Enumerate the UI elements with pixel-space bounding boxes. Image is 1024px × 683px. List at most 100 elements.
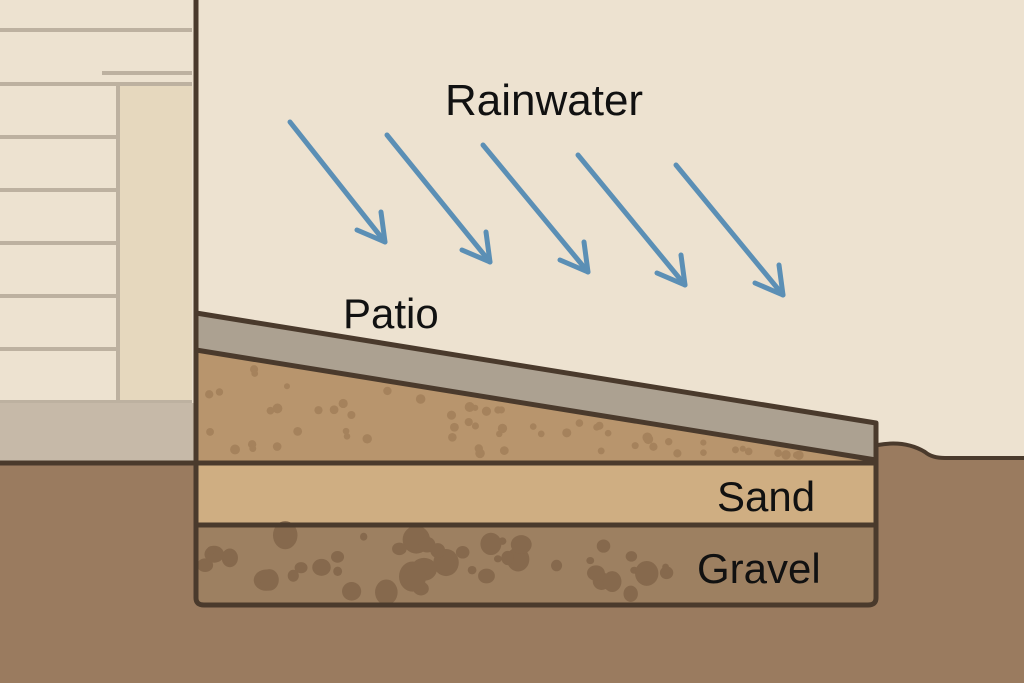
speckle — [481, 406, 492, 416]
speckle — [415, 394, 426, 404]
speckle — [251, 370, 259, 377]
speckle — [631, 442, 639, 450]
speckle — [774, 449, 782, 457]
rain-arrow-icon — [673, 162, 786, 298]
sand-label: Sand — [717, 473, 815, 520]
gravel-stone — [587, 565, 605, 581]
sand-layer — [196, 463, 876, 525]
speckle — [673, 449, 682, 458]
speckle — [206, 428, 214, 436]
gravel-label: Gravel — [697, 545, 821, 592]
gravel-stone — [312, 558, 331, 576]
gravel-stone — [551, 559, 563, 572]
gravel-stone — [478, 568, 495, 584]
speckle — [314, 406, 323, 415]
speckle — [230, 444, 240, 455]
rain-arrow-icon — [287, 119, 388, 245]
speckle — [739, 445, 746, 452]
house-foundation — [0, 403, 194, 463]
gravel-stones — [197, 521, 674, 605]
gravel-stone — [659, 566, 674, 580]
speckle — [283, 383, 290, 390]
speckle — [665, 437, 673, 446]
speckle — [497, 423, 508, 434]
speckle — [593, 423, 601, 431]
speckle — [450, 422, 459, 432]
gravel-stone — [399, 561, 427, 592]
speckle — [215, 388, 224, 396]
speckle — [700, 439, 707, 446]
speckle — [494, 406, 502, 414]
gravel-stone — [602, 571, 622, 592]
gravel-layer — [196, 525, 876, 605]
gravel-stone — [493, 555, 502, 563]
speckle — [744, 447, 753, 456]
speckle — [529, 423, 537, 430]
ground-surface-line — [877, 441, 1024, 460]
rainwater-label: Rainwater — [445, 76, 643, 125]
gravel-stone — [197, 558, 214, 573]
speckle — [471, 422, 479, 430]
speckle — [794, 450, 804, 460]
speckle — [249, 445, 257, 453]
speckle — [266, 406, 275, 415]
excavation-outline — [193, 0, 879, 608]
speckle — [205, 390, 214, 399]
gravel-stone — [331, 551, 345, 563]
speckle — [562, 428, 572, 438]
speckle — [293, 427, 303, 436]
gravel-stone — [510, 535, 532, 554]
speckle — [464, 417, 473, 427]
speckle — [604, 429, 612, 437]
gravel-stone — [287, 569, 299, 582]
speckle — [362, 434, 372, 444]
gravel-stone — [392, 542, 407, 556]
speckle — [499, 446, 509, 455]
speckle — [342, 427, 350, 435]
gravel-stone — [625, 551, 638, 562]
patio-label: Patio — [343, 290, 439, 337]
speckle — [575, 419, 584, 427]
speckle — [347, 410, 356, 419]
gravel-stone — [596, 539, 611, 553]
rain-arrows — [287, 119, 786, 298]
speckle — [597, 447, 605, 455]
speckle — [732, 446, 739, 454]
speckle — [448, 432, 457, 442]
gravel-stone — [360, 532, 368, 541]
speckle — [329, 405, 339, 415]
gravel-stone — [222, 549, 237, 565]
gravel-stone — [207, 546, 216, 555]
rain-arrow-icon — [480, 142, 591, 275]
house-wall — [0, 28, 192, 404]
speckle — [537, 430, 545, 438]
gravel-stone — [294, 562, 308, 574]
speckle — [446, 410, 457, 420]
speckle — [383, 386, 392, 396]
gravel-stone — [501, 550, 514, 566]
gravel-stone — [623, 585, 638, 602]
speckle — [700, 449, 707, 456]
speckle — [343, 433, 351, 440]
gravel-stone — [375, 579, 398, 605]
gravel-stone — [455, 546, 470, 559]
rain-arrow-icon — [575, 152, 688, 288]
gravel-stone — [418, 536, 436, 553]
speckle — [338, 398, 348, 409]
speckle — [649, 442, 658, 451]
gravel-stone — [272, 521, 298, 550]
speckle — [464, 402, 475, 412]
gravel-stone — [342, 581, 362, 601]
speckle — [475, 448, 485, 459]
base-layer-speckles — [205, 365, 804, 460]
rain-arrow-icon — [384, 132, 493, 265]
gravel-stone — [635, 560, 659, 586]
gravel-stone — [333, 566, 343, 577]
speckle — [272, 403, 283, 414]
speckle — [272, 442, 282, 451]
gravel-stone — [586, 556, 595, 565]
speckle — [781, 450, 791, 460]
gravel-stone — [259, 569, 279, 591]
speckle — [643, 434, 654, 445]
